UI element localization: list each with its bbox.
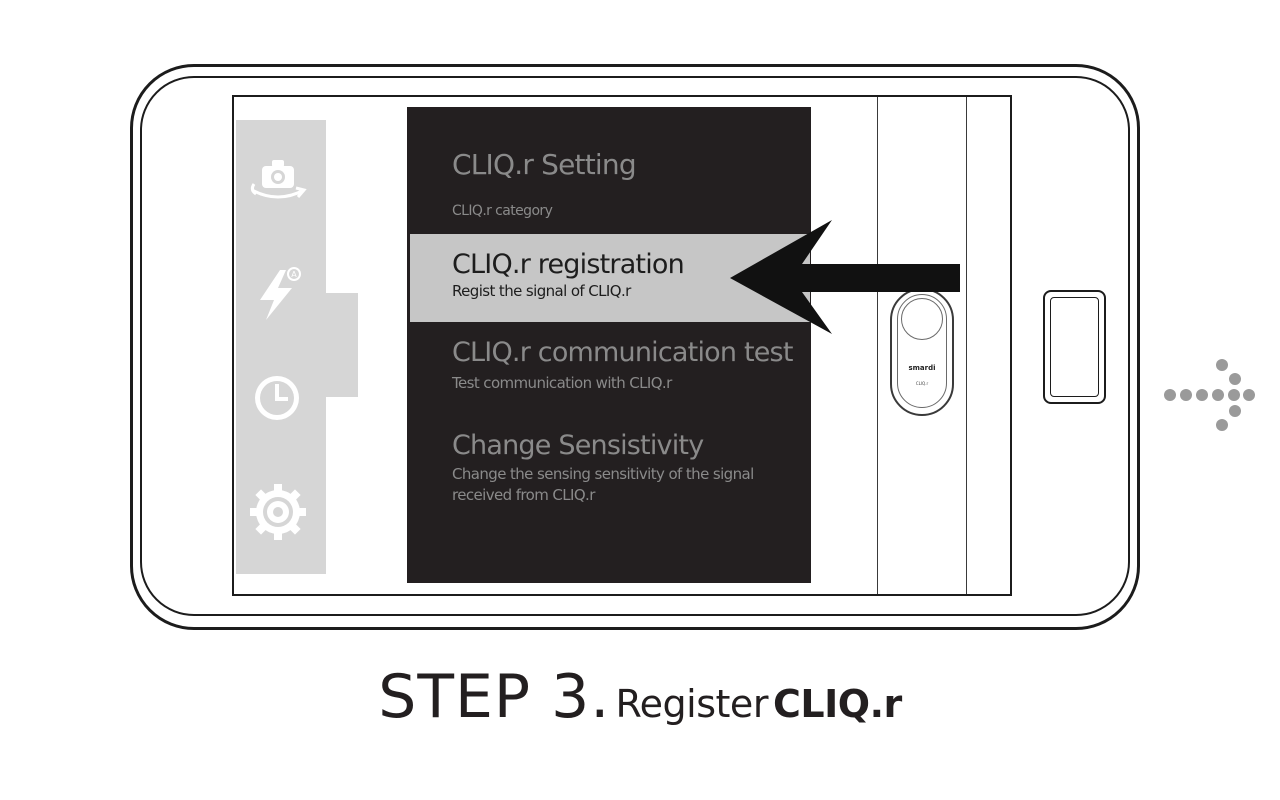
svg-text:A: A (291, 270, 297, 279)
pointer-arrow-icon (730, 220, 960, 334)
door-frame-line (877, 97, 878, 594)
menu-item-description: Regist the signal of CLIQ.r (452, 282, 631, 300)
menu-category-label: CLIQ.r category (452, 203, 553, 219)
gear-icon[interactable] (246, 480, 310, 544)
menu-item-change-sensitivity[interactable]: Change Sensistivity (452, 430, 704, 461)
lightning-auto-icon[interactable]: A (246, 262, 310, 326)
step-number: STEP 3. (378, 662, 611, 732)
menu-item-communication-test[interactable]: CLIQ.r communication test (452, 337, 793, 368)
menu-item-description: Change the sensing sensitivity of the si… (452, 465, 754, 504)
step-product: CLIQ.r (773, 682, 902, 726)
step-caption: STEP 3. Register CLIQ.r (0, 662, 1280, 732)
device-brand-label: smardi (908, 364, 936, 372)
phone-home-button-inner (1050, 297, 1099, 397)
door-frame-line (966, 97, 967, 594)
clock-icon[interactable] (246, 366, 310, 430)
settings-menu-panel (407, 107, 811, 583)
device-model-label: CLIQ.r (915, 381, 929, 386)
phone-bezel (140, 76, 1130, 616)
dotted-arrow-icon (1164, 359, 1255, 431)
menu-title: CLIQ.r Setting (452, 148, 637, 181)
phone-home-button[interactable] (1043, 290, 1106, 404)
menu-item-description: Test communication with CLIQ.r (452, 374, 672, 392)
cliqr-device-button (901, 298, 943, 340)
cliqr-device-face (897, 294, 947, 408)
camera-rotate-icon[interactable] (246, 148, 310, 212)
menu-item-title: CLIQ.r registration (452, 249, 685, 280)
step-action: Register (615, 682, 768, 726)
sidebar-rail-tab (320, 293, 358, 397)
